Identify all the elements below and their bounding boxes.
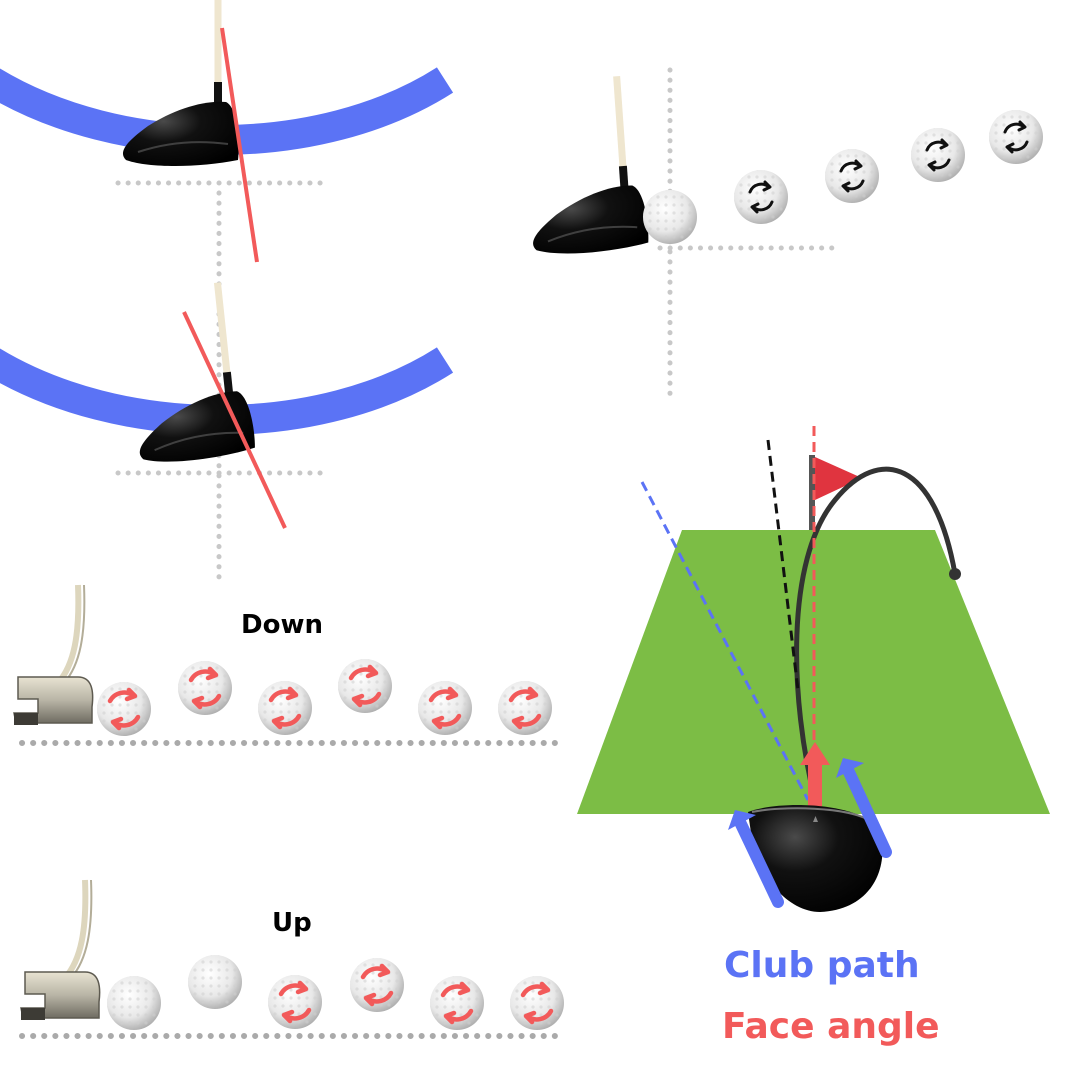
- ball-trajectory: [794, 466, 958, 801]
- golf-ball-icon: [188, 955, 242, 1009]
- face-angle-line: [182, 311, 287, 529]
- attack-angle-panel-bottom: [0, 280, 454, 529]
- golf-ball-icon: [338, 659, 392, 713]
- club-path-line: [640, 481, 810, 801]
- putt-down-panel: [14, 585, 568, 746]
- golf-ball-icon: [97, 682, 151, 736]
- path-face-panel: [577, 426, 1050, 912]
- golf-ball-icon: [498, 681, 552, 735]
- attack-angle-panel-top: [0, 0, 454, 583]
- club-path-label: Club path: [724, 945, 920, 986]
- golf-ball-icon: [178, 661, 232, 715]
- golf-ball-icon: [911, 128, 965, 182]
- putt-down-label: Down: [241, 610, 323, 640]
- golf-ball-icon: [350, 958, 404, 1012]
- face-angle-label: Face angle: [722, 1006, 940, 1047]
- face-angle-arrow-shaft: [808, 762, 822, 810]
- golf-ball-icon: [643, 190, 697, 244]
- driver-head-icon: [522, 75, 650, 257]
- golf-ball-icon: [989, 110, 1043, 164]
- driver-head-icon: [123, 280, 256, 465]
- face-angle-line: [220, 27, 259, 263]
- launch-panel: [522, 67, 1043, 398]
- golf-ball-icon: [510, 976, 564, 1030]
- golf-ball-icon: [418, 681, 472, 735]
- golf-ball-icon: [430, 976, 484, 1030]
- putt-up-label: Up: [272, 908, 312, 938]
- driver-head-icon: [123, 0, 239, 166]
- putter-head-icon: [21, 880, 100, 1020]
- club-path-arrow-left: [734, 816, 784, 908]
- ball-landing-point: [949, 568, 961, 580]
- putter-head-icon: [14, 585, 93, 725]
- face-direction-line: [766, 439, 800, 691]
- golf-ball-icon: [258, 681, 312, 735]
- golf-ball-icon: [268, 975, 322, 1029]
- flag-icon: [815, 457, 862, 500]
- golf-ball-icon: [734, 170, 788, 224]
- face-angle-arrow-head: [800, 742, 830, 765]
- golf-ball-icon: [107, 976, 161, 1030]
- driver-head-icon: [748, 805, 883, 912]
- club-path-arrow-right: [842, 764, 892, 858]
- putt-up-panel: [21, 880, 568, 1039]
- golf-ball-icon: [825, 149, 879, 203]
